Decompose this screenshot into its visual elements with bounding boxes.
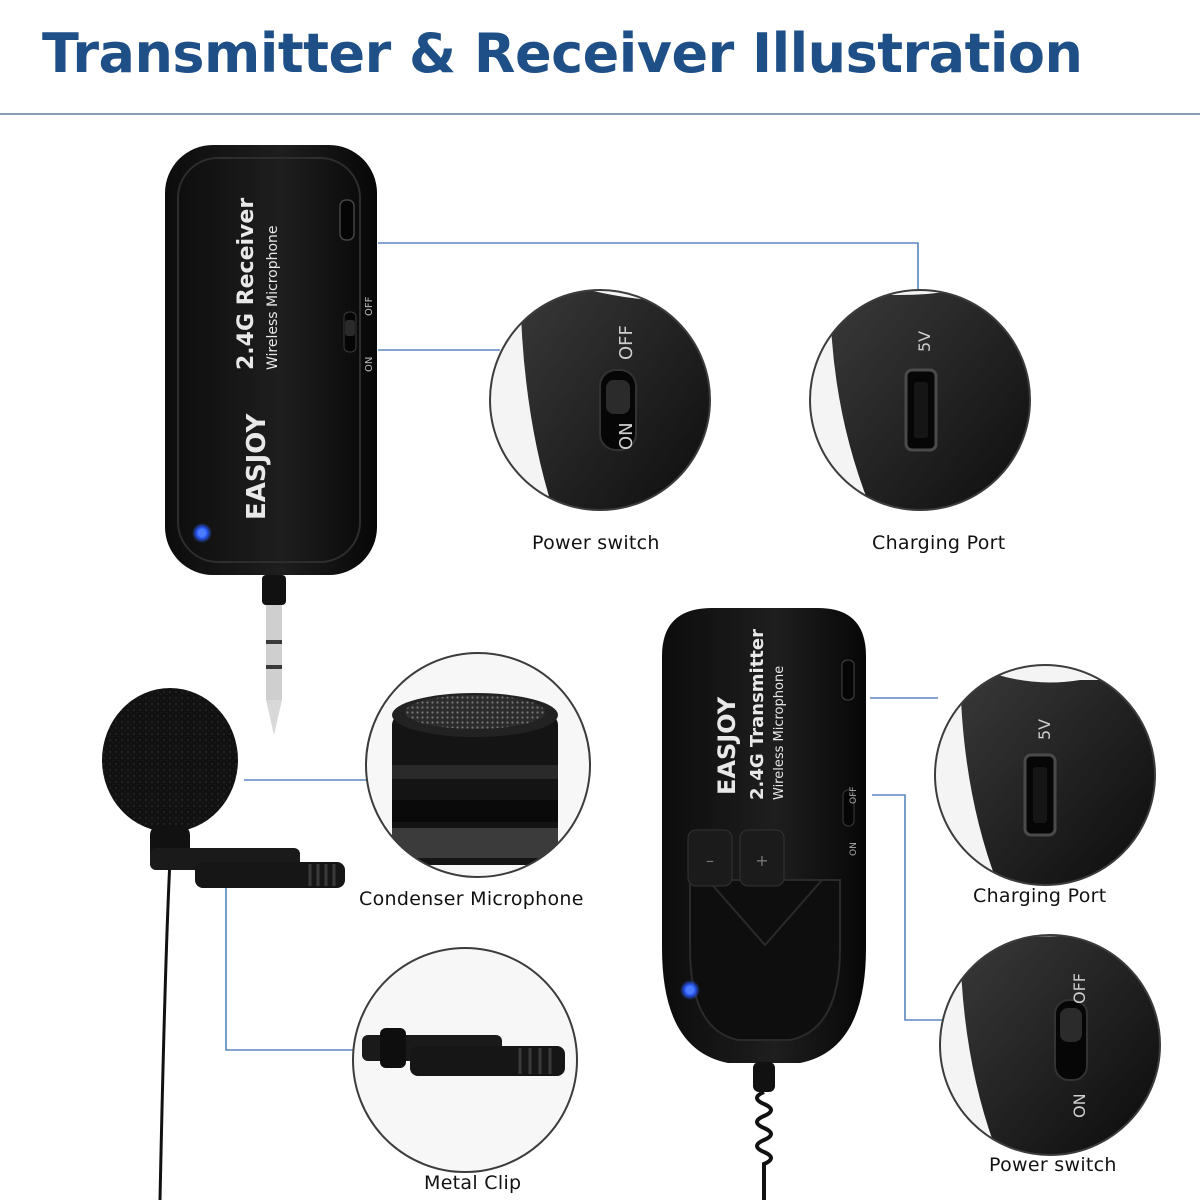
receiver-model: 2.4G Receiver <box>234 198 259 370</box>
transmitter-minus-label: – <box>706 851 714 870</box>
title-divider <box>0 113 1200 115</box>
transmitter-cable <box>755 1090 773 1200</box>
receiver-device: EASJOY 2.4G Receiver Wireless Microphone… <box>165 145 377 735</box>
transmitter-volume-up-button[interactable] <box>739 829 785 887</box>
leader-transmitter-power-switch <box>872 794 942 1021</box>
transmitter-plus-label: + <box>755 851 768 870</box>
zoom-transmitter-power-switch: ON OFF <box>939 934 1161 1156</box>
transmitter-switch-on-label: ON <box>849 842 859 856</box>
receiver-jack-collar <box>262 575 286 605</box>
zoom-receiver-switch-on: ON <box>616 422 637 450</box>
leader-metal-clip <box>225 885 354 1051</box>
page-title: Transmitter & Receiver Illustration <box>42 22 1083 85</box>
receiver-switch-on-label: ON <box>364 357 375 372</box>
transmitter-model: 2.4G Transmitter <box>747 629 768 800</box>
callout-receiver-power-switch: Power switch <box>532 532 660 554</box>
callout-receiver-charging-port: Charging Port <box>872 532 1006 554</box>
zoom-receiver-power-switch: ON OFF <box>489 289 711 511</box>
transmitter-volume-down-button[interactable] <box>687 829 733 887</box>
callout-metal-clip: Metal Clip <box>424 1172 522 1194</box>
zoom-transmitter-charging-port: 5V <box>934 664 1156 886</box>
zoom-transmitter-switch-on: ON <box>1070 1093 1089 1118</box>
transmitter-usb-port <box>841 659 855 701</box>
zoom-condenser-microphone <box>365 652 591 878</box>
transmitter-switch-off-label: OFF <box>849 787 859 804</box>
receiver-brand: EASJOY <box>242 413 272 520</box>
transmitter-brand: EASJOY <box>713 696 741 795</box>
leader-receiver-charging-port <box>378 242 919 292</box>
receiver-jack-plug <box>266 605 282 700</box>
transmitter-subtitle: Wireless Microphone <box>772 666 787 800</box>
zoom-receiver-charging-port: 5V <box>809 289 1031 511</box>
zoom-receiver-port-label: 5V <box>915 331 934 352</box>
callout-transmitter-power-switch: Power switch <box>989 1154 1117 1176</box>
zoom-transmitter-switch-off: OFF <box>1070 973 1089 1004</box>
receiver-body <box>165 145 377 575</box>
receiver-switch-off-label: OFF <box>364 296 375 316</box>
zoom-transmitter-port-label: 5V <box>1035 719 1054 740</box>
callout-transmitter-charging-port: Charging Port <box>973 885 1107 907</box>
windscreen-foam <box>102 688 238 832</box>
transmitter-device: – + EASJOY 2.4G Transmitter Wireless Mic… <box>662 608 866 1200</box>
callout-condenser-microphone: Condenser Microphone <box>359 888 584 910</box>
receiver-usb-port <box>339 199 355 241</box>
lavalier-microphone <box>102 688 345 1200</box>
transmitter-switch-slot <box>842 789 855 827</box>
mic-clip <box>150 848 345 888</box>
mic-cable <box>158 859 172 1200</box>
zoom-receiver-switch-off: OFF <box>616 325 637 360</box>
zoom-metal-clip <box>352 947 578 1173</box>
receiver-subtitle: Wireless Microphone <box>265 225 281 370</box>
leader-lines <box>225 242 942 1051</box>
